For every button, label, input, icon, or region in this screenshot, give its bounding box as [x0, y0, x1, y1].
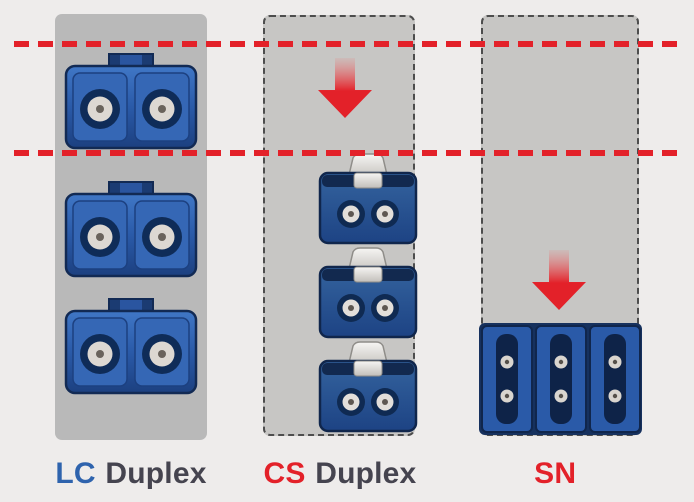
cs-duplex-connector [318, 153, 418, 245]
sn-connector [535, 325, 587, 433]
sn-connector [589, 325, 641, 433]
lc-duplex-connector [64, 180, 198, 278]
cs-duplex-connector [318, 341, 418, 433]
cs-label-rest: Duplex [315, 457, 417, 490]
height-guide-line-bottom [14, 150, 680, 156]
lc-label-prefix: LC [55, 457, 96, 490]
sn-connector [481, 325, 533, 433]
cs-duplex-label: CS Duplex [240, 452, 440, 496]
lc-duplex-label: LC Duplex [31, 452, 231, 496]
cs-label-prefix: CS [263, 457, 306, 490]
down-arrow-icon [314, 58, 376, 120]
lc-duplex-connector [64, 297, 198, 395]
sn-label-prefix: SN [534, 457, 577, 490]
down-arrow-icon [528, 250, 590, 312]
lc-label-rest: Duplex [105, 457, 207, 490]
cs-duplex-connector [318, 247, 418, 339]
sn-connector-block [478, 322, 643, 436]
lc-duplex-connector [64, 52, 198, 150]
sn-label: SN [460, 452, 660, 496]
height-guide-line-top [14, 41, 680, 47]
